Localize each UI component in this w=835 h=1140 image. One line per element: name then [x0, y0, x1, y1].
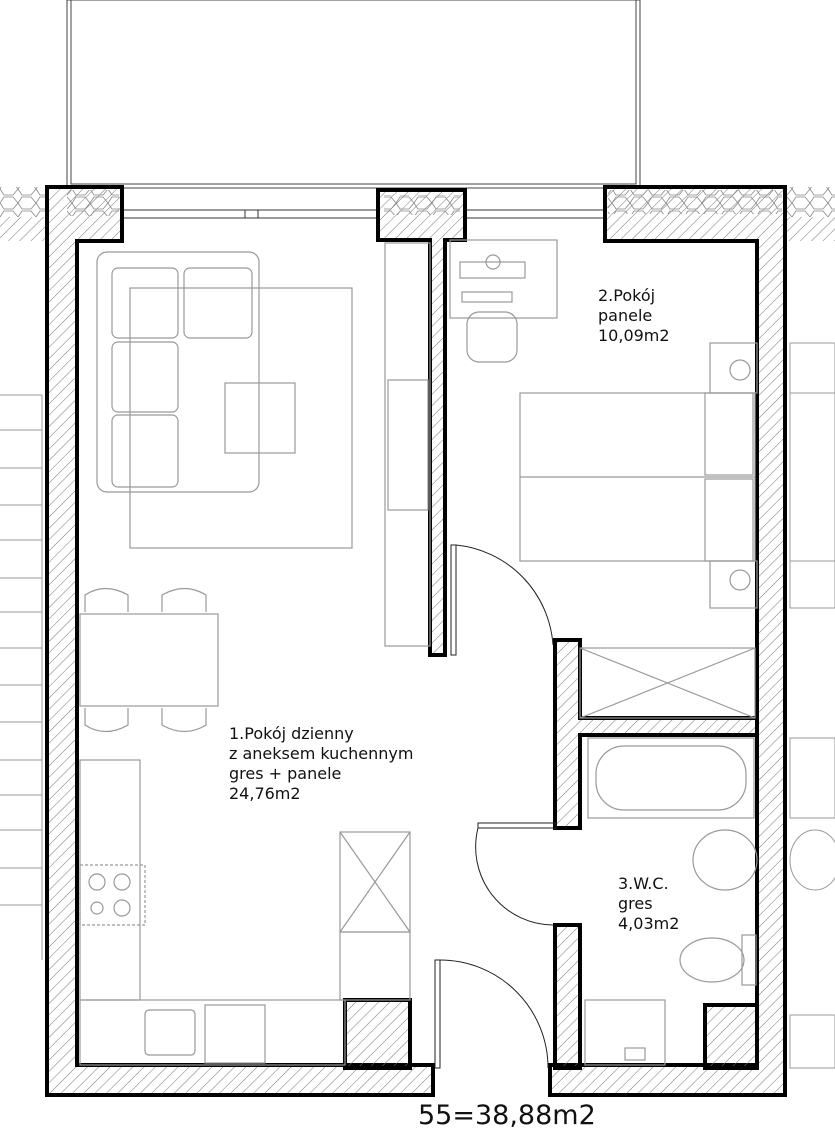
desk [449, 239, 558, 319]
room-floor: gres + panele [229, 764, 342, 783]
wall-bathroom-lower [553, 923, 582, 1070]
bathtub [587, 737, 755, 819]
windows [121, 209, 606, 219]
wall-shaft-wc [703, 1003, 759, 1070]
wall-right-outer [548, 185, 787, 1097]
toilet [679, 937, 745, 983]
room-name: 3.W.C. [618, 874, 669, 893]
doors [434, 544, 557, 1069]
tv-cabinet [384, 242, 431, 647]
room-label-wc: 3.W.C. gres 4,03m2 [618, 874, 679, 934]
room-area: 24,76m2 [229, 784, 301, 803]
exterior-wall-cladding [0, 187, 835, 241]
room-floor: gres [618, 894, 653, 913]
room-label-bedroom: 2.Pokój panele 10,09m2 [598, 286, 670, 346]
room-floor: panele [598, 306, 653, 325]
sofa [96, 251, 260, 493]
room-label-living: 1.Pokój dzienny z aneksem kuchennym gres… [229, 724, 413, 804]
furniture-wc [584, 737, 758, 1066]
wall-pier [376, 188, 467, 657]
room-name: 2.Pokój [598, 286, 656, 305]
wardrobe [579, 647, 756, 719]
washbasin [692, 829, 758, 891]
staircase [0, 394, 43, 960]
furniture-bedroom [449, 239, 758, 719]
wall-left-outer [45, 185, 435, 1097]
wall-bathroom-upper [553, 638, 759, 830]
total-area: 55=38,88m2 [418, 1100, 596, 1131]
room-subtitle: z aneksem kuchennym [229, 744, 414, 763]
stove [79, 864, 146, 926]
furniture-living [79, 242, 431, 1066]
walls [45, 185, 787, 1097]
wall-shaft-kitchen [343, 998, 412, 1070]
room-name: 1.Pokój dzienny [229, 724, 354, 743]
dining-table [79, 613, 219, 707]
balcony [66, 0, 641, 189]
coffee-table [224, 382, 296, 454]
sink [144, 1009, 196, 1056]
room-area: 4,03m2 [618, 914, 680, 933]
room-area: 10,09m2 [598, 326, 670, 345]
chair [466, 311, 518, 363]
rug [129, 287, 353, 549]
neighbour-unit [789, 342, 835, 1069]
